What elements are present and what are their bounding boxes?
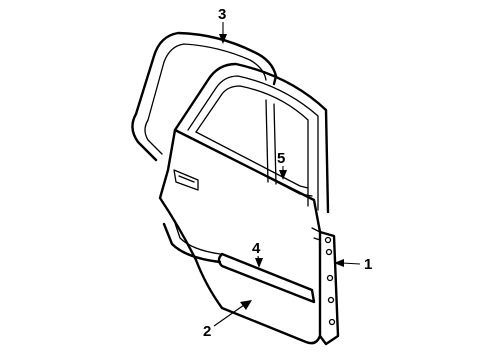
side-moulding <box>217 252 316 304</box>
callout-4-label: 4 <box>252 240 261 257</box>
callout-1-label: 1 <box>364 256 372 273</box>
callout-leaders <box>213 22 361 327</box>
callout-2-label: 2 <box>203 323 211 340</box>
callout-5-label: 5 <box>277 150 285 167</box>
hinge-edge-pillar <box>311 227 340 346</box>
door-outer-panel <box>158 128 322 345</box>
callout-3-label: 3 <box>218 6 226 23</box>
weatherstrip-seal <box>131 31 278 264</box>
